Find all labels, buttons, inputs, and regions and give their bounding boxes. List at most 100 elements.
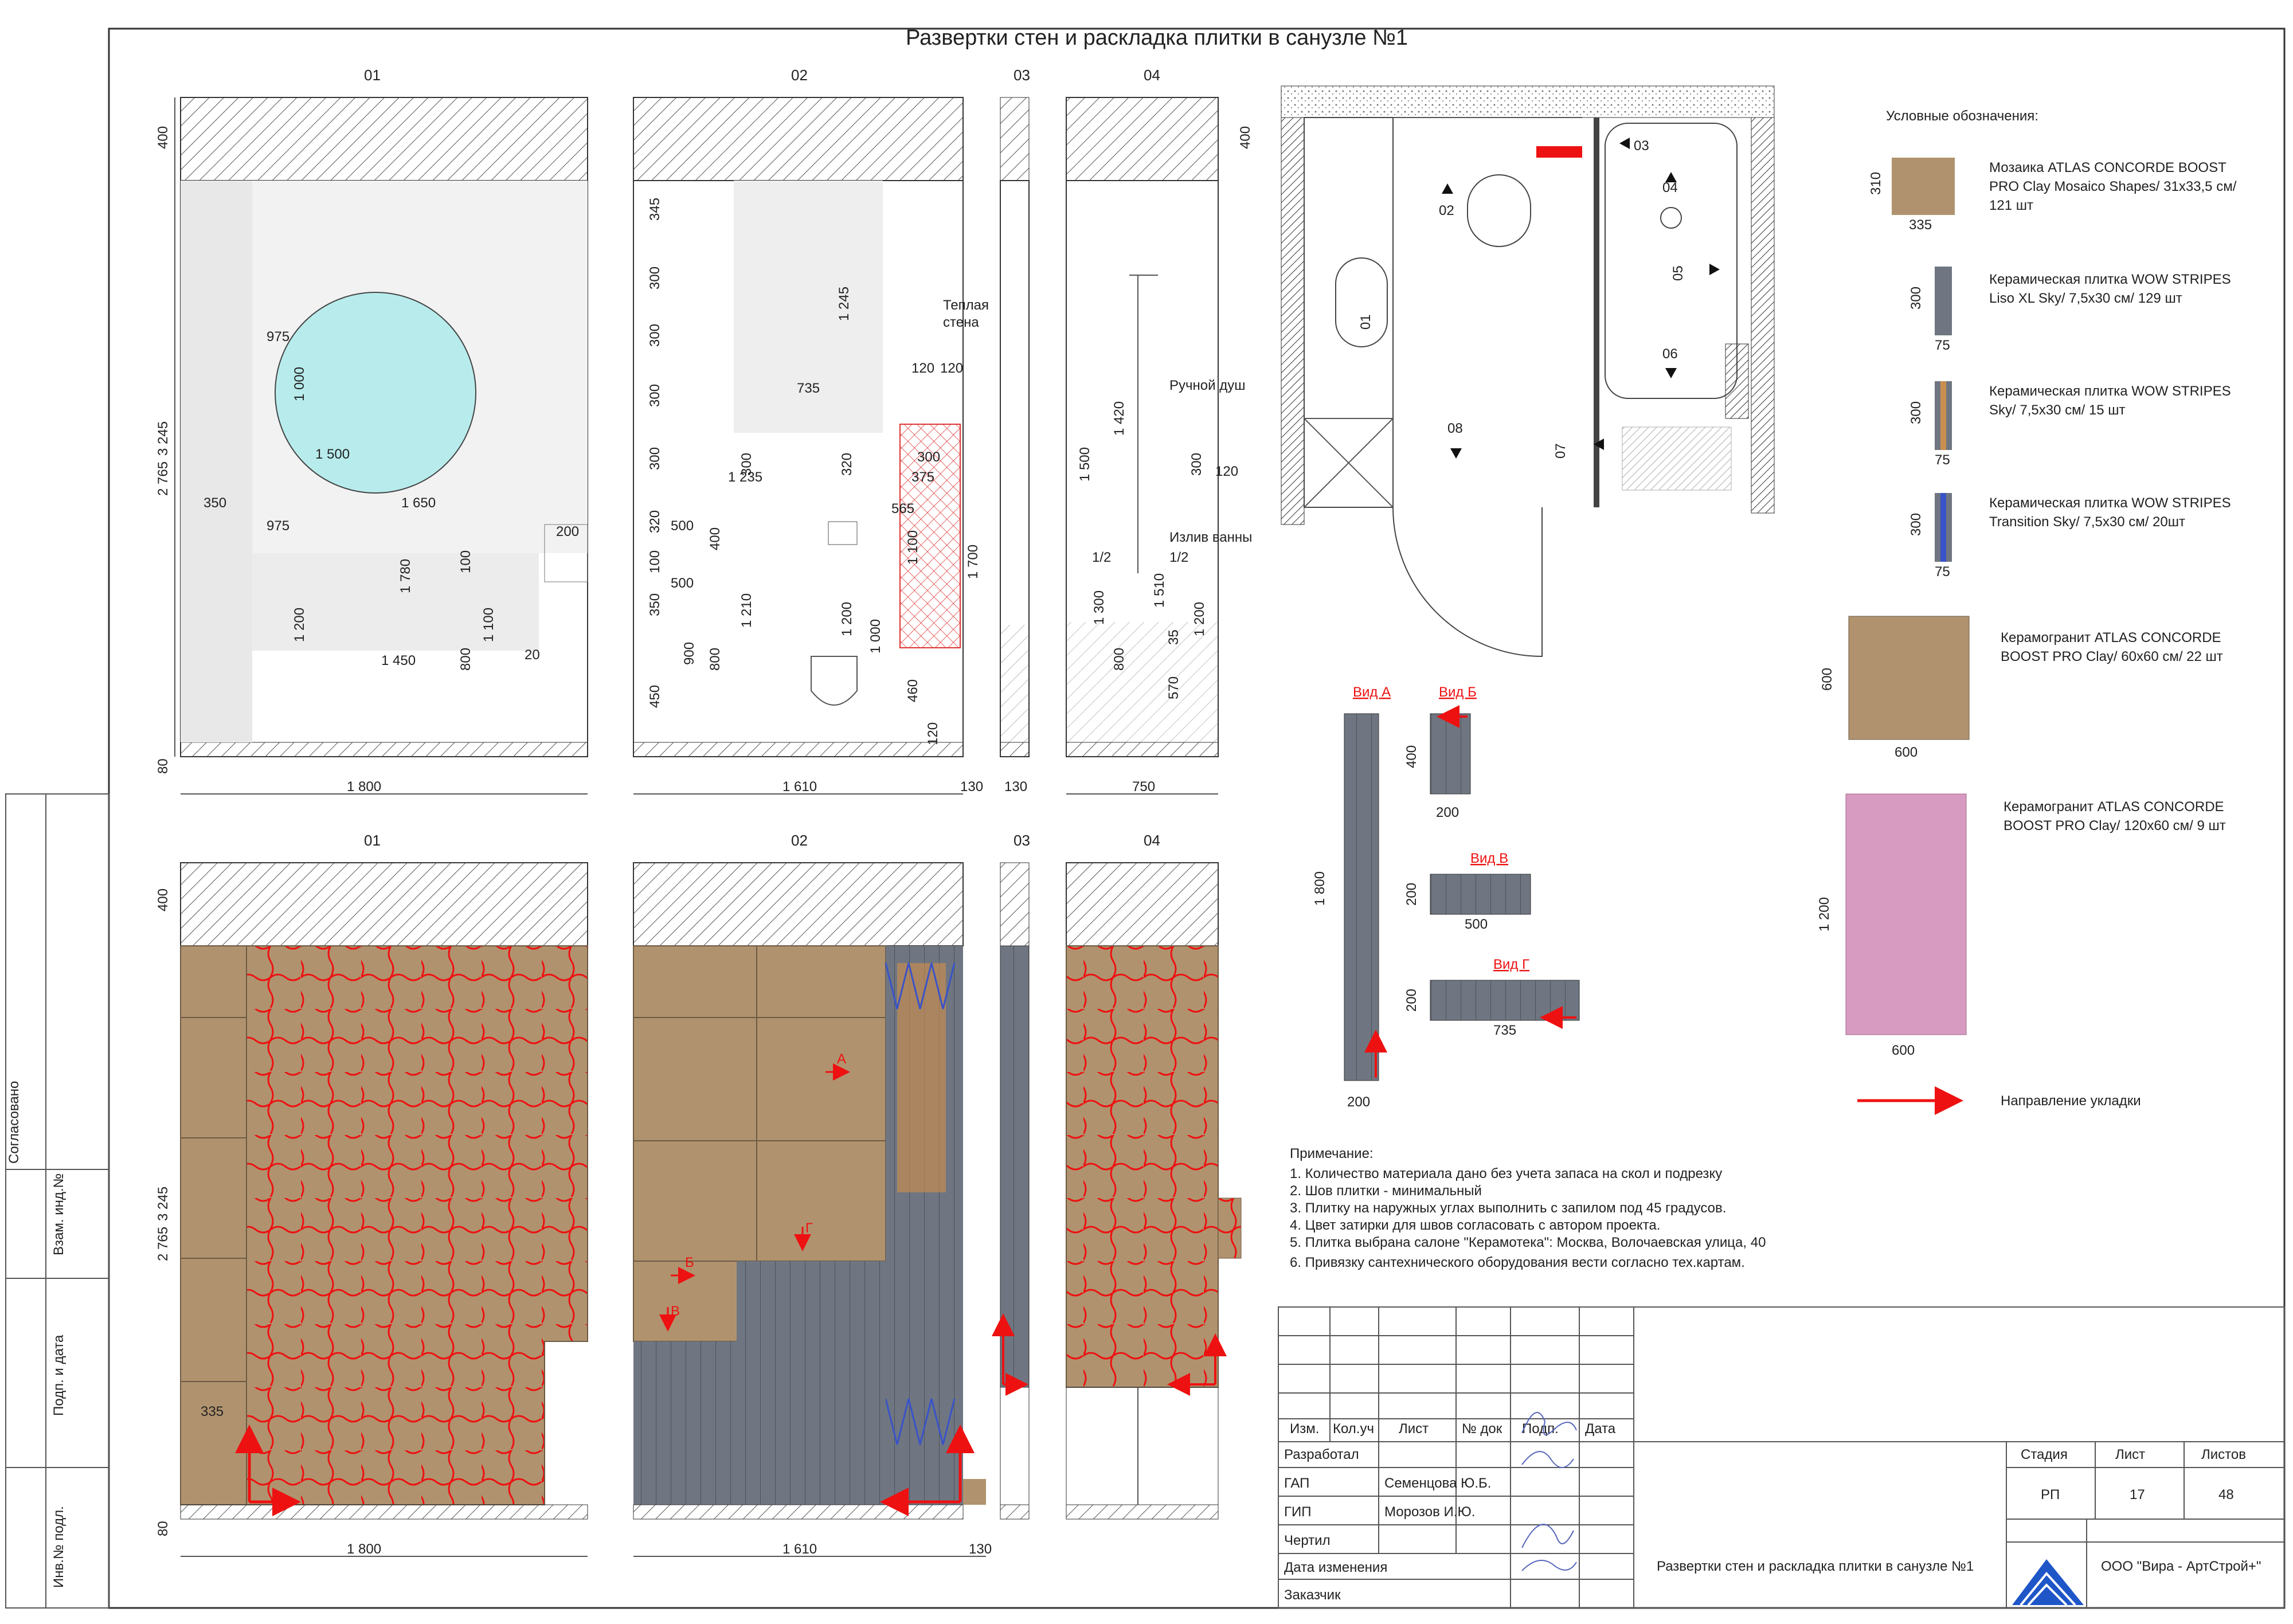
stamp-sheet-h: Лист <box>2115 1447 2145 1462</box>
e02-d350: 350 <box>647 593 663 616</box>
note-5: 5. Плитка выбрана салоне "Керамотека": М… <box>1290 1235 1766 1250</box>
e04-d120: 120 <box>1215 464 1238 479</box>
e04-d1420: 1 420 <box>1112 401 1127 436</box>
e01-h80: 80 <box>155 758 171 774</box>
e04-d800: 800 <box>1112 648 1127 671</box>
e01-d100: 100 <box>458 550 474 573</box>
svg-text:Направление укладки: Направление укладки <box>2001 1093 2141 1109</box>
marker-v: В <box>671 1304 680 1319</box>
note-3: 3. Плитку на наружных углах выполнить с … <box>1290 1200 1726 1216</box>
e02-w1610: 1 610 <box>782 779 817 795</box>
e02-warm2: стена <box>943 315 979 330</box>
legend-item-stripes-sky: 300 75 Керамическая плитка WOW STRIPES S… <box>1908 381 2231 468</box>
floor-plan: 02 03 04 05 06 07 08 01 <box>1281 85 1775 658</box>
sheet-title: Развертки стен и раскладка плитки в сану… <box>906 26 1408 50</box>
svg-text:Transition Sky/ 7,5x30 см/ 20ш: Transition Sky/ 7,5x30 см/ 20шт <box>1989 514 2185 530</box>
e02-d300a: 300 <box>647 267 663 289</box>
plan-view-07: 07 <box>1553 443 1568 459</box>
e01-d1450: 1 450 <box>381 653 416 668</box>
marker-g: Г <box>805 1220 813 1236</box>
legend-item-porcelain-120: 1 200 600 Керамогранит ATLAS CONCORDE BO… <box>1817 793 2226 1058</box>
e02-d400: 400 <box>707 527 723 550</box>
e01-d1650: 1 650 <box>401 495 436 511</box>
stamp-col-doc: № док <box>1462 1421 1502 1437</box>
view-v-label: Вид В <box>1470 851 1508 866</box>
svg-text:BOOST PRO Clay/ 60x60 см/ 22 ш: BOOST PRO Clay/ 60x60 см/ 22 шт <box>2001 649 2223 664</box>
stamp-col-sign: Подп. <box>1522 1421 1559 1437</box>
e02-d450: 450 <box>647 685 663 708</box>
e03-w130: 130 <box>1004 779 1027 795</box>
side-inv-podl: Инв.№ подл. <box>51 1506 66 1588</box>
e04-half2: 1/2 <box>1169 550 1188 565</box>
bottom-elevations: 01 02 03 04 400 3 245 2 765 80 335 1 800 <box>155 832 1242 1557</box>
e02-d300b: 300 <box>647 324 663 347</box>
elev-03-top: 130 <box>1000 97 1030 795</box>
view-b-h: 400 <box>1404 745 1419 768</box>
svg-text:600: 600 <box>1892 1043 1915 1058</box>
e04-d570: 570 <box>1166 676 1181 699</box>
note-4: 4. Цвет затирки для швов согласовать с а… <box>1290 1218 1660 1233</box>
top-label-04: 04 <box>1144 66 1160 84</box>
e02-d300d: 300 <box>647 447 663 470</box>
side-stamp: Согласовано Взам. инд.№ Подп. и дата Инв… <box>5 793 109 1609</box>
e01-w1800: 1 800 <box>347 779 381 795</box>
elev-02-top: 345 300 300 300 300 320 100 350 450 500 … <box>633 97 989 795</box>
stamp-col-list: Лист <box>1399 1421 1429 1437</box>
e01-d975a: 975 <box>267 329 289 345</box>
svg-text:600: 600 <box>1895 745 1918 760</box>
plan-view-markers: 02 03 04 05 06 07 08 01 <box>1358 138 1720 459</box>
stamp-stage: РП <box>2041 1487 2060 1502</box>
e02-d100: 100 <box>647 550 663 573</box>
e02-d735: 735 <box>797 381 820 396</box>
view-a-label: Вид А <box>1353 684 1391 700</box>
stamp-doc-title: Развертки стен и раскладка плитки в сану… <box>1657 1559 1974 1574</box>
company-logo-icon <box>2012 1559 2084 1606</box>
marker-b: Б <box>685 1255 694 1270</box>
e02-d320: 320 <box>647 510 663 533</box>
e02-d1235: 1 235 <box>728 469 762 485</box>
e02-d1100: 1 100 <box>905 530 921 565</box>
e02-d1200: 1 200 <box>839 602 855 636</box>
view-b-w: 200 <box>1436 805 1459 820</box>
view-g-h: 200 <box>1404 989 1419 1012</box>
signature-icon <box>1521 1412 1577 1571</box>
e02-d120b: 120 <box>940 361 963 376</box>
svg-text:Sky/ 7,5x30 см/ 15 шт: Sky/ 7,5x30 см/ 15 шт <box>1989 402 2126 418</box>
e02-d800: 800 <box>707 648 723 671</box>
e04-shower: Ручной душ <box>1169 378 1245 393</box>
e02-d1700: 1 700 <box>965 545 981 579</box>
e01-d20: 20 <box>525 647 540 663</box>
e02-d500b: 500 <box>671 576 694 591</box>
svg-text:Керамическая плитка WOW STRIPE: Керамическая плитка WOW STRIPES <box>1989 495 2231 511</box>
e02-d300e: 300 <box>739 453 754 476</box>
e04-half1: 1/2 <box>1092 550 1111 565</box>
e04-d1300: 1 300 <box>1091 590 1107 625</box>
view-a-h: 1 800 <box>1312 871 1328 906</box>
svg-text:300: 300 <box>1908 401 1924 424</box>
stamp-sheets: 48 <box>2218 1487 2234 1502</box>
e02-d1210: 1 210 <box>739 593 754 628</box>
view-v-h: 200 <box>1404 883 1419 906</box>
te01-h400: 400 <box>155 889 171 911</box>
stamp-role-4: Дата изменения <box>1284 1560 1387 1575</box>
top-label-02: 02 <box>791 66 808 84</box>
e04-d1510: 1 510 <box>1152 573 1167 608</box>
e01-h2765: 2 765 <box>155 461 171 496</box>
stamp-role-3: Чертил <box>1284 1533 1331 1548</box>
te01-h80: 80 <box>155 1521 171 1536</box>
elev-01-top: 400 3 245 2 765 80 1 800 975 1 000 1 500… <box>155 97 588 795</box>
view-v-w: 500 <box>1465 917 1488 932</box>
note-6: 6. Привязку сантехнического оборудования… <box>1290 1255 1745 1270</box>
svg-text:75: 75 <box>1935 564 1950 580</box>
plan-view-08: 08 <box>1447 421 1463 436</box>
tile-elev-02: А Б В Г 1 610 130 <box>633 862 992 1557</box>
e02-d300-shelf: 300 <box>917 449 940 465</box>
e02-d900: 900 <box>682 642 697 665</box>
stamp-role-1: ГАП <box>1284 1476 1309 1491</box>
e02-d565: 565 <box>891 501 914 516</box>
e04-d300: 300 <box>1189 453 1204 476</box>
svg-text:Керамогранит ATLAS CONCORDE: Керамогранит ATLAS CONCORDE <box>2001 630 2221 645</box>
plan-view-06: 06 <box>1662 346 1678 362</box>
stamp-role-2: ГИП <box>1284 1504 1312 1520</box>
